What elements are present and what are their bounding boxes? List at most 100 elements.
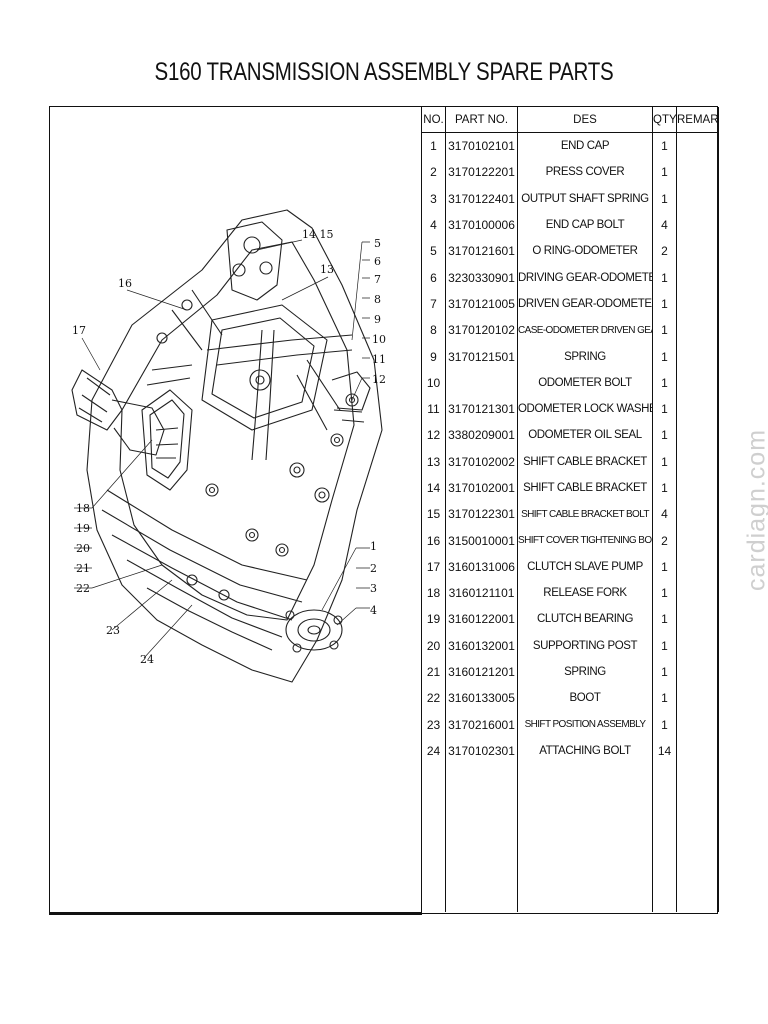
header-part-no: PART NO. [445,107,518,133]
cell-remark [676,422,719,449]
callout-label: 1 [370,540,377,553]
cell-qty: 2 [652,238,677,265]
cell-qty: 1 [652,132,677,160]
cell-no: 18 [421,580,446,607]
header-remark: REMARK [676,107,719,133]
cell-qty: 1 [652,553,677,581]
cell-remark [676,685,719,712]
cell-qty: 1 [652,711,677,738]
cell-qty: 1 [652,606,677,633]
cell-remark [676,737,719,765]
filler-cell [445,764,518,912]
clutch-slave-pump [71,369,123,431]
table-header-row: NO. PART NO. DES QTY REMARK [421,107,719,133]
cell-des: CLUTCH SLAVE PUMP [517,553,653,581]
header-qty: QTY [652,107,677,133]
cell-des: DRIVEN GEAR-ODOMETER [517,290,653,318]
cell-no: 23 [421,711,446,738]
cell-no: 22 [421,685,446,712]
cell-no: 21 [421,658,446,686]
cell-qty: 4 [652,501,677,528]
cell-part-no: 3160133005 [445,685,518,712]
cell-no: 4 [421,211,446,239]
cell-part-no: 3230330901 [445,264,518,291]
cell-part-no: 3170121601 [445,238,518,265]
cell-des: SHIFT CABLE BRACKET BOLT [517,501,653,528]
cell-qty: 1 [652,343,677,370]
cell-remark [676,264,719,291]
cell-part-no: 3160132001 [445,632,518,659]
callout-label: 5 [374,237,381,250]
cell-qty: 14 [652,737,677,765]
header-des: DES [517,107,653,133]
callout-label: 24 [140,653,154,666]
cell-part-no: 3170100006 [445,211,518,239]
cell-des: SHIFT CABLE BRACKET [517,474,653,502]
cell-part-no: 3170102101 [445,132,518,160]
cell-remark [676,474,719,502]
cell-part-no: 3170121501 [445,343,518,370]
callout-label: 17 [72,324,86,337]
table-filler-row [421,764,719,912]
cell-remark [676,501,719,528]
cell-no: 14 [421,474,446,502]
cell-part-no: 3170121301 [445,395,518,423]
callout-label: 2 [370,562,377,575]
cell-qty: 1 [652,264,677,291]
cell-remark [676,185,719,212]
callout-label: 19 [76,522,90,535]
cell-qty: 1 [652,580,677,607]
cell-no: 24 [421,737,446,765]
callout-label: 14 15 [302,228,334,241]
shift-tower [226,221,283,301]
callout-label: 23 [106,624,120,637]
cell-des: END CAP [517,132,653,160]
cell-qty: 1 [652,448,677,475]
cell-qty: 1 [652,395,677,423]
cell-qty: 1 [652,422,677,449]
cell-des: SUPPORTING POST [517,632,653,659]
cell-remark [676,658,719,686]
cell-qty: 1 [652,685,677,712]
cell-part-no: 3170102002 [445,448,518,475]
cell-no: 9 [421,343,446,370]
cell-des: ODOMETER LOCK WASHER [517,395,653,423]
callout-label: 20 [76,542,90,555]
watermark-text: cardiagn.com [742,428,768,592]
callout-label: 22 [76,582,90,595]
filler-cell [517,764,653,912]
cell-no: 8 [421,317,446,344]
callout-label: 16 [118,277,132,290]
bottom-rule [49,912,422,915]
cell-no: 3 [421,185,446,212]
spare-parts-table: NO. PART NO. DES QTY REMARK 1 3170102101E… [421,107,719,912]
cell-remark [676,711,719,738]
cell-qty: 1 [652,658,677,686]
cell-part-no: 3170122401 [445,185,518,212]
cell-part-no: 3170120102 [445,317,518,344]
cell-remark [676,238,719,265]
end-cap [285,609,343,651]
cell-des: SHIFT CABLE BRACKET [517,448,653,475]
callout-label: 3 [370,582,377,595]
cell-remark [676,527,719,554]
watermark: cardiagn.com [712,380,768,640]
callout-label: 10 [372,333,386,346]
cell-des: O RING-ODOMETER [517,238,653,265]
cell-qty: 1 [652,185,677,212]
cell-qty: 2 [652,527,677,554]
